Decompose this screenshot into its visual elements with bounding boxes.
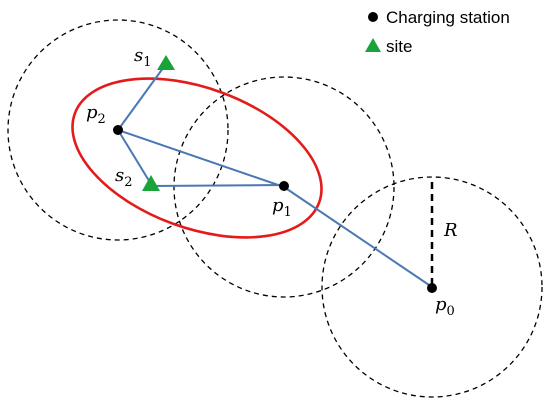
label-s2: s2 bbox=[115, 165, 133, 190]
label-p0: p0 bbox=[435, 294, 455, 319]
site-s1-marker bbox=[157, 55, 175, 70]
label-p2: p2 bbox=[86, 102, 106, 127]
connection-lines bbox=[117, 63, 433, 288]
label-s1: s1 bbox=[134, 45, 152, 70]
label-p1: p1 bbox=[272, 195, 292, 220]
edge-p2-p1 bbox=[117, 129, 285, 188]
legend-site-icon bbox=[365, 38, 381, 52]
edge-p2-s1 bbox=[117, 63, 167, 131]
coverage-circle-p0 bbox=[321, 176, 543, 398]
edge-s2-p1 bbox=[150, 184, 285, 187]
coverage-circle-p2 bbox=[7, 19, 229, 241]
legend-station-label: Charging station bbox=[386, 8, 510, 27]
edge-p1-p0 bbox=[283, 186, 433, 288]
coverage-circle-p1 bbox=[173, 76, 395, 298]
station-p0-marker bbox=[427, 283, 437, 293]
legend-station-icon bbox=[368, 12, 378, 22]
site-s2-marker bbox=[142, 175, 160, 191]
station-p1-marker bbox=[279, 181, 289, 191]
legend: Charging station site bbox=[365, 8, 510, 56]
station-p2-marker bbox=[113, 125, 123, 135]
coverage-ellipse bbox=[71, 77, 323, 239]
label-radius: R bbox=[443, 220, 458, 241]
edge-p2-s2 bbox=[117, 129, 152, 185]
legend-site-label: site bbox=[386, 37, 412, 56]
